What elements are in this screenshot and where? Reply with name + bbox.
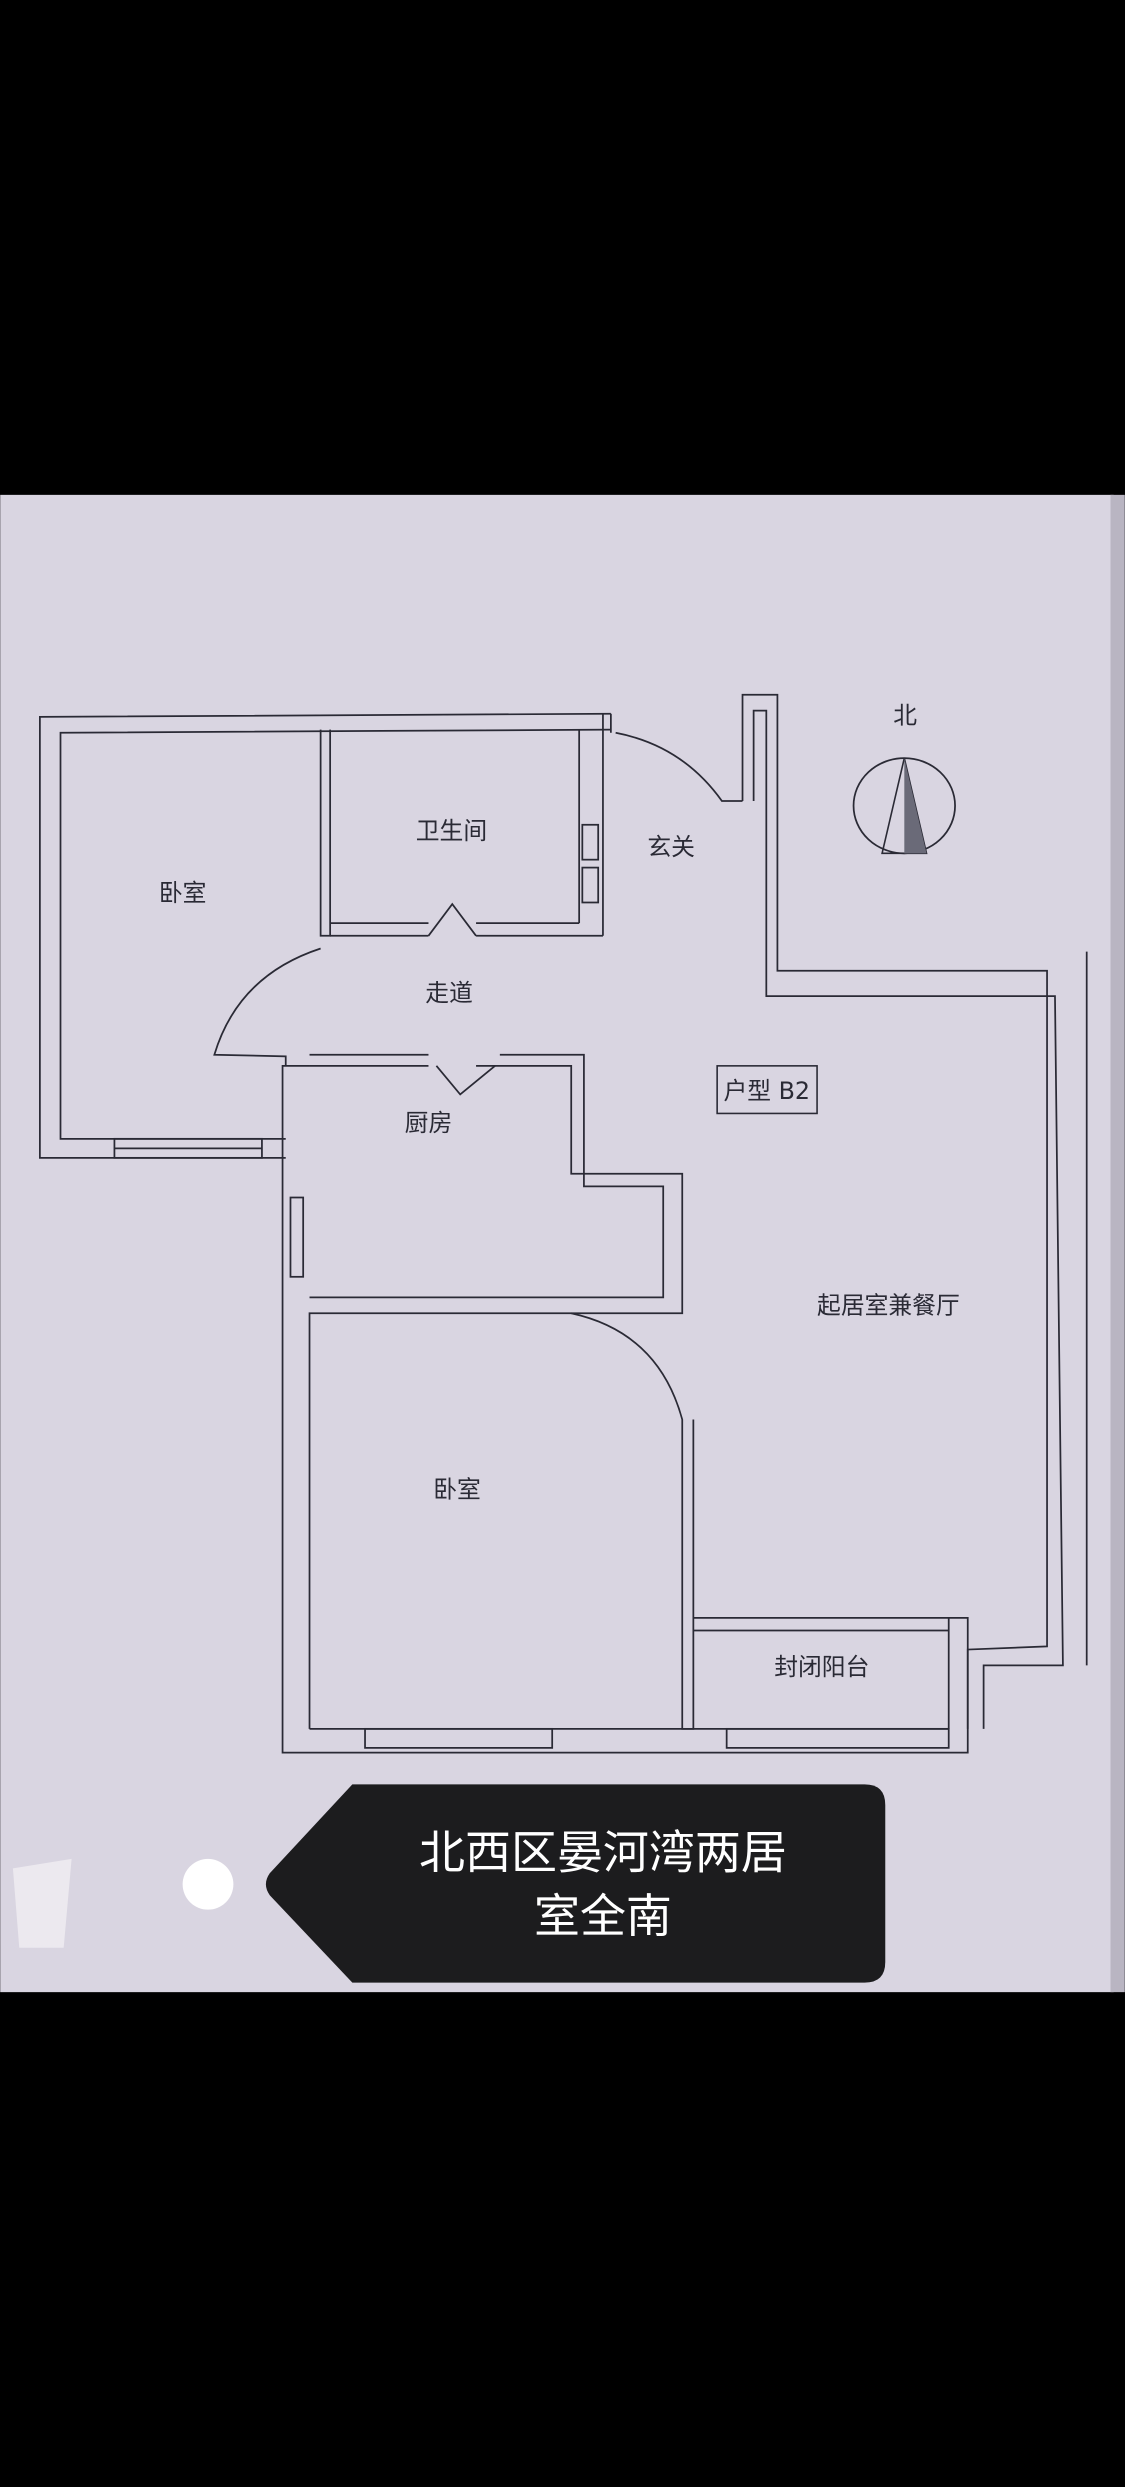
caption-line-1: 北西区晏河湾两居 [419, 1825, 787, 1879]
room-label-entrance: 玄关 [647, 833, 695, 861]
north-label: 北 [893, 701, 917, 729]
caption-line-2: 室全南 [534, 1889, 672, 1943]
room-label-bedroom-north: 卧室 [159, 879, 207, 907]
room-label-bedroom-south: 卧室 [433, 1475, 481, 1503]
room-label-corridor: 走道 [425, 979, 473, 1007]
paper [0, 494, 1114, 1993]
room-label-balcony: 封闭阳台 [774, 1653, 869, 1681]
floor-plan [39, 693, 1088, 1754]
room-label-kitchen: 厨房 [405, 1109, 453, 1137]
room-label-bathroom: 卫生间 [416, 817, 487, 845]
playback-dot[interactable] [182, 1858, 234, 1910]
room-label-living-dining: 起居室兼餐厅 [817, 1291, 960, 1319]
paper-scrap [12, 1858, 72, 1948]
unit-type-label: 户型 B2 [723, 1077, 810, 1105]
caption-tag [265, 1784, 886, 1983]
north-compass: 北 [852, 701, 956, 855]
